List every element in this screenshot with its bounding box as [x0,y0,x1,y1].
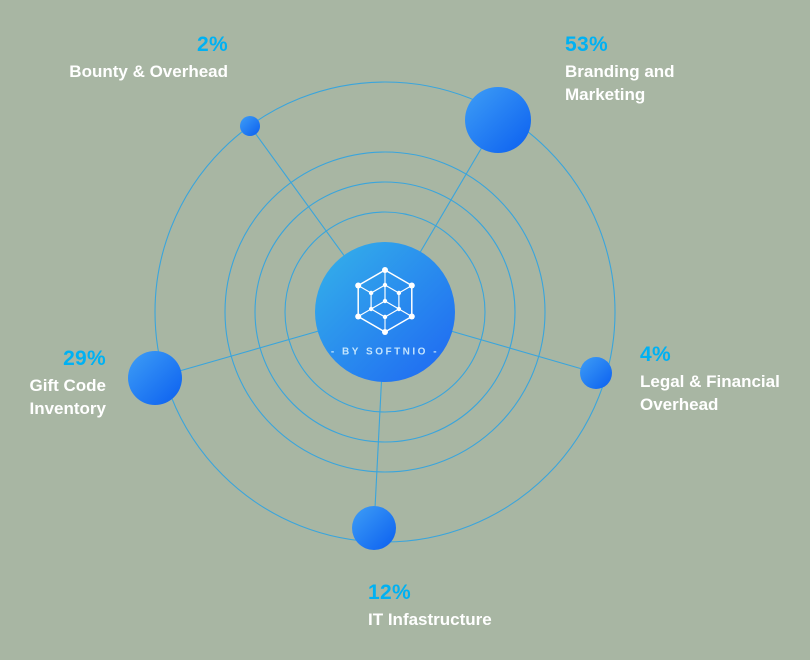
bubble-legal-4pct [580,357,612,389]
network-cube-icon [355,267,415,335]
bubble-gift-29pct [128,351,182,405]
bubble-it-12pct [352,506,396,550]
label-gift-code-inventory: 29% Gift Code Inventory [29,347,106,421]
logo-node-dots [355,267,415,335]
it-percent: 12% [368,581,411,604]
label-branding-marketing: 53% Branding and Marketing [565,33,675,107]
orbit-ring-3 [224,151,546,473]
allocation-bubbles [128,87,612,550]
legal-name: Legal & Financial Overhead [640,372,780,415]
label-legal-financial: 4% Legal & Financial Overhead [640,343,780,417]
bounty-percent: 2% [197,33,228,56]
gift-percent: 29% [63,347,106,370]
orbit-ring-2 [254,181,516,443]
bounty-name: Bounty & Overhead [69,62,228,81]
branding-name: Branding and Marketing [565,62,675,105]
gift-name: Gift Code Inventory [29,376,106,419]
center-hub-circle [315,242,455,382]
orbit-ring-1 [284,211,486,413]
it-name: IT Infastructure [368,610,492,629]
bubble-branding-53pct [465,87,531,153]
label-bounty-overhead: 2% Bounty & Overhead [69,33,228,83]
bubble-bounty-2pct [240,116,260,136]
brand-text: - BY SOFTNIO - [330,346,440,358]
label-it-infrastructure: 12% IT Infastructure [368,581,492,631]
branding-percent: 53% [565,33,608,56]
legal-percent: 4% [640,343,671,366]
